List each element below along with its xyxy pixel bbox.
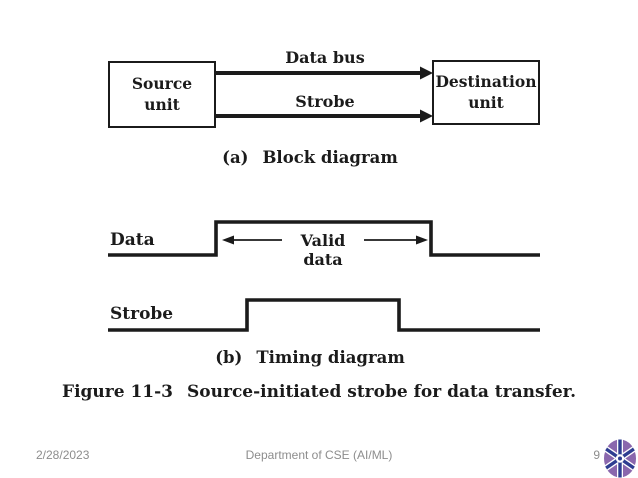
footer-date: 2/28/2023 [36,448,90,462]
figure-caption-text: Source-initiated strobe for data transfe… [187,382,576,402]
valid-data-arrowhead-right [416,235,428,245]
timing-diagram-caption-index: (b) [215,348,243,367]
footer-page-number: 9 [593,448,600,462]
destination-unit-label-line1: Destination [435,72,537,92]
logo-center-dot [618,456,622,461]
block-diagram-caption-title: Block diagram [262,148,398,167]
timing-diagram-caption-title: Timing diagram [256,348,405,367]
block-diagram-caption-index: (a) [222,148,249,167]
valid-data-annotation: Valid data [300,231,346,269]
data-bus-arrow-label: Data bus [285,48,365,67]
destination-unit-label-line2: unit [468,92,504,112]
institution-emblem-logo [604,439,636,478]
timing-diagram-caption: (b) Timing diagram [108,348,512,367]
figure-number: Figure 11-3 [62,382,174,402]
footer-department: Department of CSE (AI/ML) [245,448,393,462]
valid-data-arrowhead-left [222,235,234,245]
source-unit-box: Source unit [108,61,216,128]
source-unit-label-line1: Source [131,74,193,94]
data-signal-label: Data [110,230,155,250]
source-unit-label-line2: unit [144,94,180,114]
strobe-signal-label: Strobe [110,304,174,324]
strobe-arrow-label: Strobe [295,92,355,111]
destination-unit-box: Destination unit [432,60,540,125]
block-diagram-caption: (a) Block diagram [108,148,512,167]
figure-caption: Figure 11-3 Source-initiated strobe for d… [0,382,638,402]
